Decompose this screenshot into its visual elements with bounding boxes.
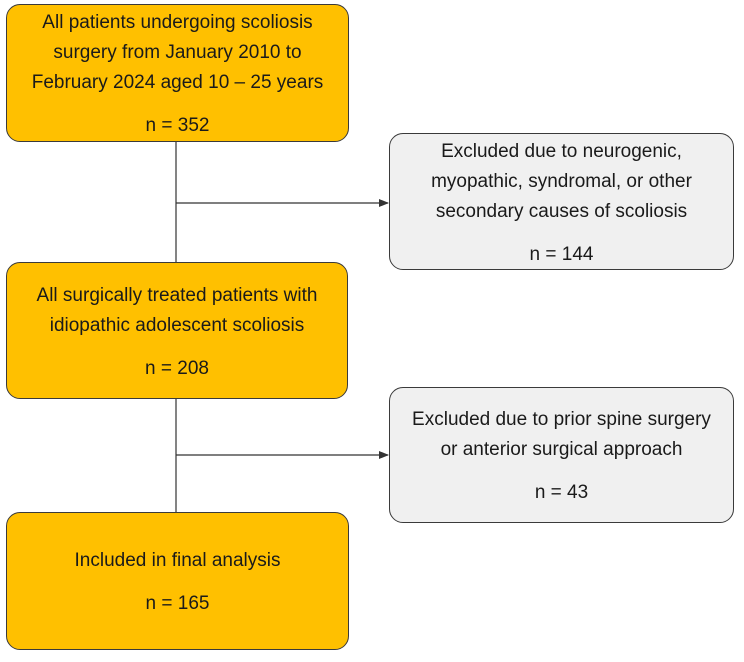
final-analysis-text: Included in final analysis xyxy=(74,550,281,571)
final-analysis-box: Included in final analysis n = 165 xyxy=(6,512,349,650)
idiopathic-patients-box: All surgically treated patients with idi… xyxy=(6,262,348,399)
excluded-secondary-causes-count: n = 144 xyxy=(529,243,594,265)
idiopathic-patients-text: All surgically treated patients with idi… xyxy=(36,284,318,336)
excluded-secondary-causes-text: Excluded due to neurogenic, myopathic, s… xyxy=(431,140,692,222)
final-analysis-count: n = 165 xyxy=(145,593,210,614)
all-patients-text: All patients undergoing scoliosis surger… xyxy=(31,12,324,93)
all-patients-count: n = 352 xyxy=(145,115,210,136)
excluded-secondary-causes-box: Excluded due to neurogenic, myopathic, s… xyxy=(389,133,734,270)
idiopathic-patients-count: n = 208 xyxy=(145,357,209,379)
excluded-prior-surgery-count: n = 43 xyxy=(534,482,589,503)
excluded-prior-surgery-text: Excluded due to prior spine surgery or a… xyxy=(412,409,711,460)
all-patients-box: All patients undergoing scoliosis surger… xyxy=(6,4,349,142)
excluded-prior-surgery-box: Excluded due to prior spine surgery or a… xyxy=(389,387,734,523)
